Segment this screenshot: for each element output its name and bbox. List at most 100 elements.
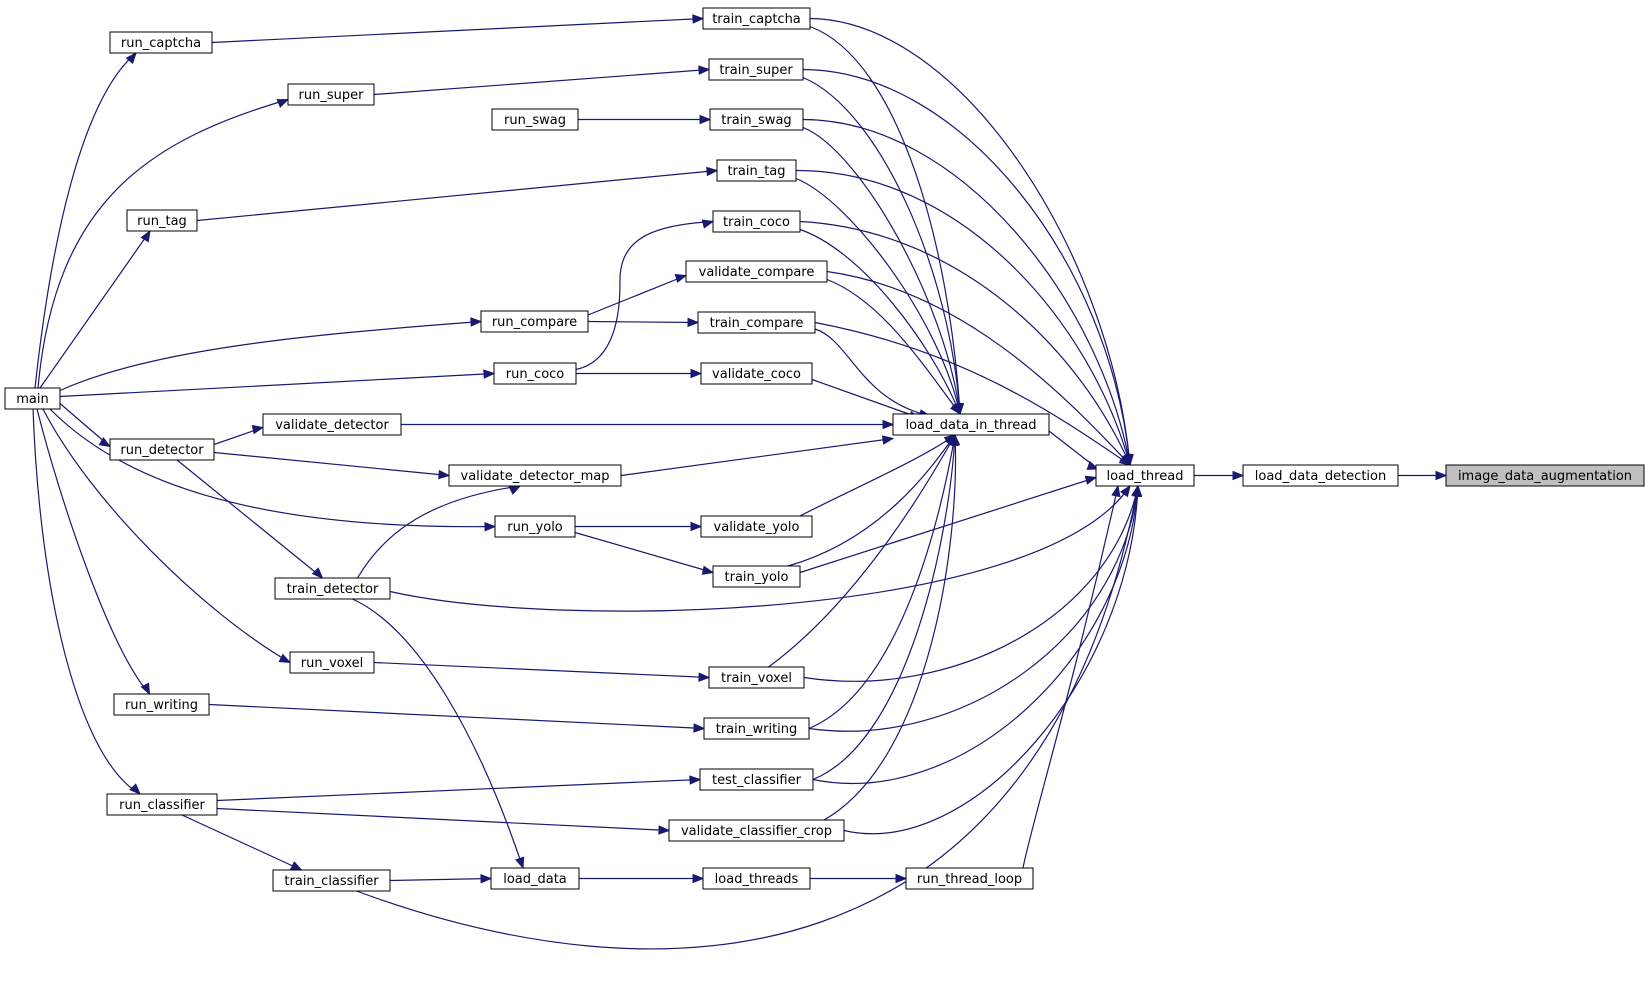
node-load-data[interactable]: load_data	[490, 867, 580, 890]
node-box-test-classifier[interactable]	[699, 768, 814, 791]
node-box-train-coco[interactable]	[712, 210, 801, 233]
node-box-load-data[interactable]	[490, 867, 580, 890]
node-box-validate-coco[interactable]	[700, 362, 813, 385]
node-box-validate-compare[interactable]	[685, 260, 828, 283]
node-box-run-thread-loop[interactable]	[905, 867, 1034, 890]
node-box-run-compare[interactable]	[480, 310, 589, 333]
node-box-train-captcha[interactable]	[702, 7, 811, 30]
node-test-classifier[interactable]: test_classifier	[699, 768, 814, 791]
node-box-run-classifier[interactable]	[106, 793, 218, 816]
node-run-super[interactable]: run_super	[287, 83, 375, 106]
node-run-writing[interactable]: run_writing	[113, 693, 210, 716]
node-box-train-tag[interactable]	[716, 159, 797, 182]
node-main[interactable]: main	[4, 387, 61, 410]
node-box-main[interactable]	[4, 387, 61, 410]
node-box-train-voxel[interactable]	[708, 666, 805, 689]
node-train-writing[interactable]: train_writing	[703, 717, 810, 740]
node-box-load-thread[interactable]	[1095, 464, 1195, 487]
node-box-train-classifier[interactable]	[272, 869, 391, 892]
node-box-validate-detector[interactable]	[262, 413, 402, 436]
edge-main-to-run_compare	[59, 320, 482, 392]
node-run-detector[interactable]: run_detector	[109, 438, 215, 461]
node-box-image-data-augmentation[interactable]	[1445, 464, 1645, 487]
node-validate-coco[interactable]: validate_coco	[700, 362, 813, 385]
node-load-data-in-thread[interactable]: load_data_in_thread	[892, 413, 1050, 436]
node-validate-compare[interactable]: validate_compare	[685, 260, 828, 283]
arrowhead-main-to-run_compare	[470, 317, 483, 327]
node-run-thread-loop[interactable]: run_thread_loop	[905, 867, 1034, 890]
node-box-run-writing[interactable]	[113, 693, 210, 716]
node-train-classifier[interactable]: train_classifier	[272, 869, 391, 892]
node-train-detector[interactable]: train_detector	[274, 577, 391, 600]
node-load-threads[interactable]: load_threads	[702, 867, 811, 890]
node-label-run-detector: run_detector	[120, 443, 204, 458]
edge-validate_compare-to-load_thread	[826, 270, 1131, 466]
node-load-data-detection[interactable]: load_data_detection	[1242, 464, 1399, 487]
node-box-run-swag[interactable]	[491, 108, 579, 131]
edge-validate_detector_map-to-load_data_in_thread	[620, 437, 894, 477]
edge-validate_classifier_crop-to-load_data_in_thread	[823, 434, 957, 821]
node-box-validate-detector-map[interactable]	[448, 464, 622, 487]
node-label-load-data: load_data	[503, 872, 567, 887]
node-box-validate-yolo[interactable]	[700, 515, 813, 538]
node-label-validate-classifier-crop: validate_classifier_crop	[681, 824, 832, 839]
node-run-tag[interactable]: run_tag	[126, 209, 198, 232]
arrowhead-run_compare-to-train_compare	[687, 317, 700, 328]
node-run-yolo[interactable]: run_yolo	[494, 515, 576, 538]
edge-train_yolo-to-load_data_in_thread	[787, 434, 956, 567]
node-train-swag[interactable]: train_swag	[709, 108, 804, 131]
node-box-train-compare[interactable]	[697, 311, 816, 334]
node-train-yolo[interactable]: train_yolo	[712, 565, 801, 588]
arrowhead-run_tag-to-train_tag	[706, 166, 719, 177]
edge-main-to-run_super	[37, 98, 289, 389]
arrowhead-run_classifier-to-train_classifier	[289, 861, 303, 871]
arrowhead-train_yolo-to-load_thread	[1084, 475, 1098, 485]
node-box-train-swag[interactable]	[709, 108, 804, 131]
node-run-swag[interactable]: run_swag	[491, 108, 579, 131]
node-label-train-captcha: train_captcha	[712, 12, 801, 27]
node-box-run-detector[interactable]	[109, 438, 215, 461]
edge-train_detector-to-validate_detector_map	[356, 485, 521, 579]
node-validate-classifier-crop[interactable]: validate_classifier_crop	[668, 819, 845, 842]
node-box-load-threads[interactable]	[702, 867, 811, 890]
node-run-classifier[interactable]: run_classifier	[106, 793, 218, 816]
node-run-captcha[interactable]: run_captcha	[109, 31, 213, 54]
node-box-run-tag[interactable]	[126, 209, 198, 232]
node-box-load-data-in-thread[interactable]	[892, 413, 1050, 436]
node-train-tag[interactable]: train_tag	[716, 159, 797, 182]
node-image-data-augmentation[interactable]: image_data_augmentation	[1445, 464, 1645, 487]
node-box-run-coco[interactable]	[493, 362, 577, 385]
node-validate-yolo[interactable]: validate_yolo	[700, 515, 813, 538]
node-label-train-coco: train_coco	[723, 215, 790, 230]
node-box-validate-classifier-crop[interactable]	[668, 819, 845, 842]
edge-main-to-run_captcha	[34, 52, 137, 389]
node-box-train-super[interactable]	[708, 58, 804, 81]
node-box-run-yolo[interactable]	[494, 515, 576, 538]
node-box-train-detector[interactable]	[274, 577, 391, 600]
node-train-super[interactable]: train_super	[708, 58, 804, 81]
edge-train_voxel-to-load_data_in_thread	[768, 434, 956, 668]
arrowhead-main-to-run_detector	[98, 437, 112, 448]
node-label-image-data-augmentation: image_data_augmentation	[1458, 469, 1632, 484]
edge-train_coco-to-load_data_in_thread	[799, 228, 961, 415]
node-box-load-data-detection[interactable]	[1242, 464, 1399, 487]
node-run-coco[interactable]: run_coco	[493, 362, 577, 385]
node-box-run-voxel[interactable]	[289, 651, 375, 674]
node-box-run-super[interactable]	[287, 83, 375, 106]
node-run-voxel[interactable]: run_voxel	[289, 651, 375, 674]
node-train-coco[interactable]: train_coco	[712, 210, 801, 233]
arrowhead-train_classifier-to-load_data	[480, 873, 493, 884]
node-train-compare[interactable]: train_compare	[697, 311, 816, 334]
node-label-train-swag: train_swag	[721, 113, 791, 128]
node-train-captcha[interactable]: train_captcha	[702, 7, 811, 30]
node-load-thread[interactable]: load_thread	[1095, 464, 1195, 487]
arrowhead-validate_classifier_crop-to-load_data_in_thread	[950, 433, 961, 446]
node-box-run-captcha[interactable]	[109, 31, 213, 54]
node-run-compare[interactable]: run_compare	[480, 310, 589, 333]
node-validate-detector-map[interactable]: validate_detector_map	[448, 464, 622, 487]
node-box-train-writing[interactable]	[703, 717, 810, 740]
node-box-train-yolo[interactable]	[712, 565, 801, 588]
arrowhead-train_compare-to-load_thread	[1118, 455, 1132, 466]
node-train-voxel[interactable]: train_voxel	[708, 666, 805, 689]
node-validate-detector[interactable]: validate_detector	[262, 413, 402, 436]
